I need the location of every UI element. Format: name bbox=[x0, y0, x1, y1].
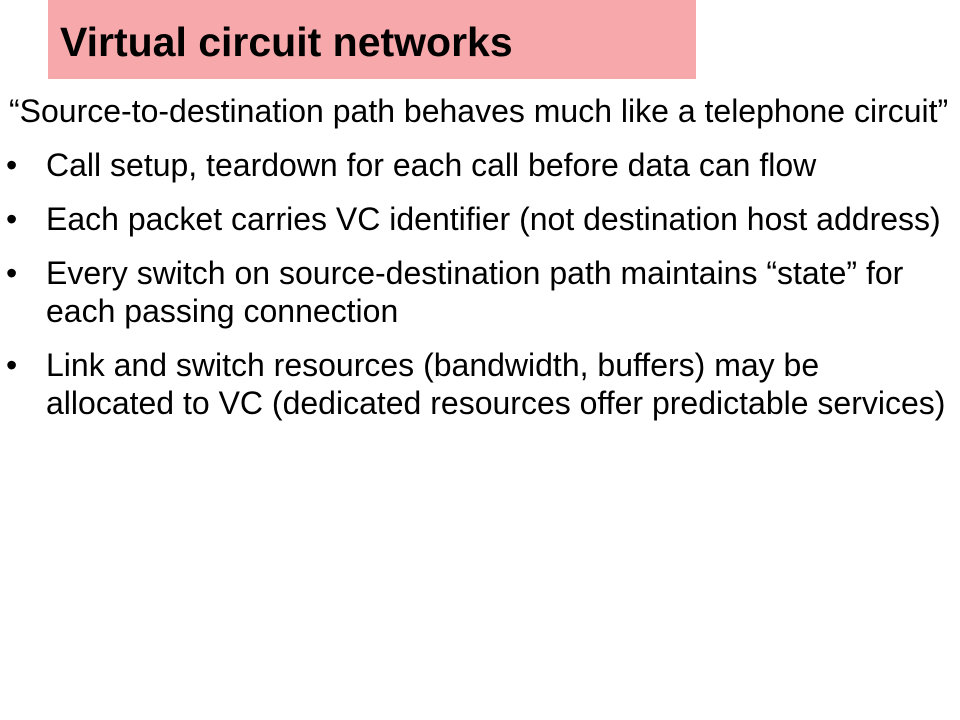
bullet-list: “Source-to-destination path behaves much… bbox=[0, 92, 960, 438]
list-item-text: Link and switch resources (bandwidth, bu… bbox=[46, 347, 946, 421]
bullet-icon: • bbox=[6, 347, 18, 383]
title-banner bbox=[48, 0, 696, 79]
list-item: • Call setup, teardown for each call bef… bbox=[0, 146, 960, 184]
list-item: • Each packet carries VC identifier (not… bbox=[0, 200, 960, 238]
slide-title: Virtual circuit networks bbox=[60, 19, 513, 65]
list-item: • Link and switch resources (bandwidth, … bbox=[0, 346, 960, 422]
list-item-text: Every switch on source-destination path … bbox=[46, 255, 904, 329]
quote-text: “Source-to-destination path behaves much… bbox=[9, 93, 949, 129]
quote-item: “Source-to-destination path behaves much… bbox=[0, 92, 960, 130]
bullet-icon: • bbox=[6, 255, 18, 291]
list-item-text: Call setup, teardown for each call befor… bbox=[46, 147, 817, 183]
list-item-text: Each packet carries VC identifier (not d… bbox=[46, 201, 941, 237]
bullet-icon: • bbox=[6, 147, 18, 183]
bullet-icon: • bbox=[6, 201, 18, 237]
list-item: • Every switch on source-destination pat… bbox=[0, 254, 960, 330]
